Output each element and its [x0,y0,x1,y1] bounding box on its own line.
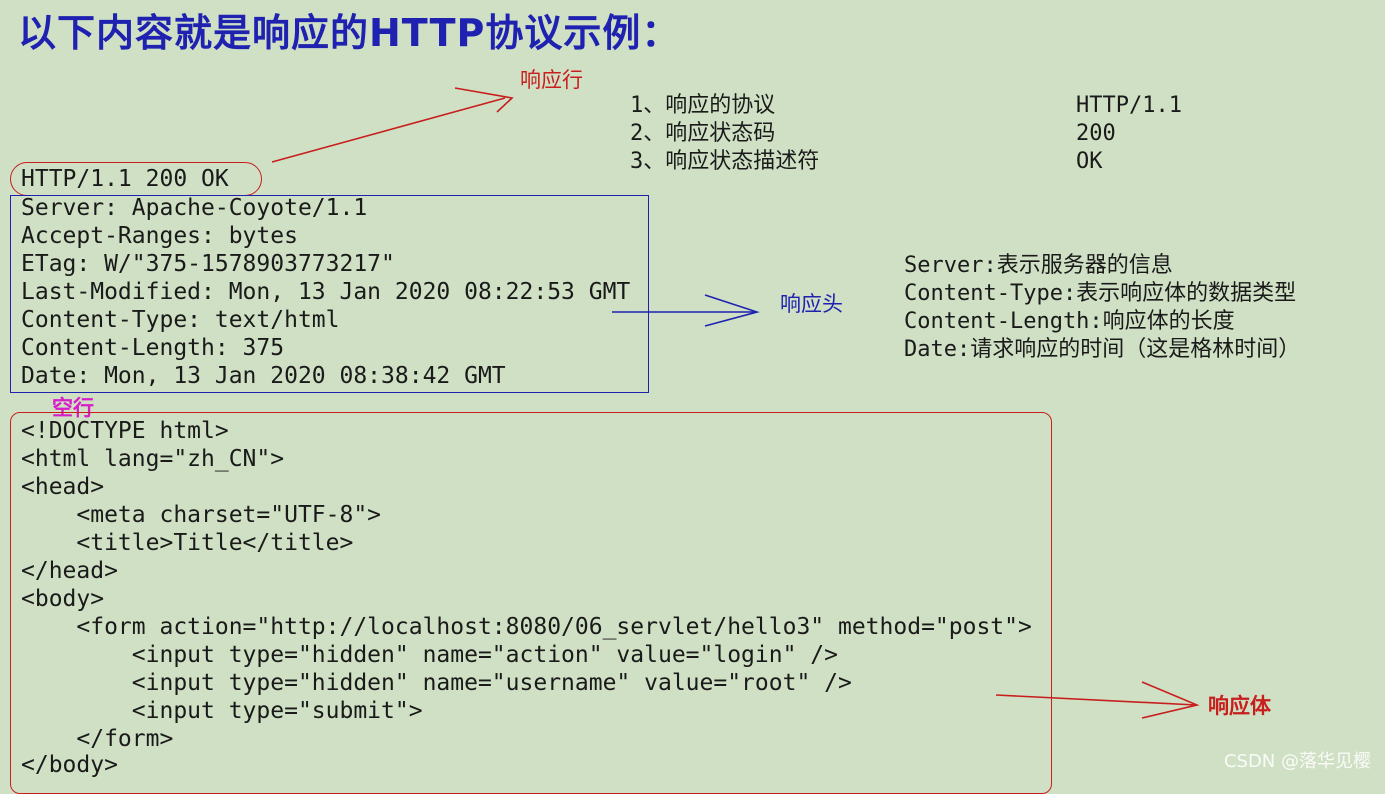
watermark: CSDN @落华见樱 [1223,751,1371,772]
arrow-icon [995,681,1200,719]
header-note: Content-Type:表示响应体的数据类型 [904,281,1297,306]
header-note: Date:请求响应的时间（这是格林时间） [904,337,1301,362]
headers-outline [10,195,649,393]
status-note-item: 3、响应状态描述符 [630,149,820,174]
header-line: Accept-Ranges: bytes [21,223,298,249]
body-line: <body> [21,586,105,612]
body-line: </body> [21,752,118,778]
body-line: <html lang="zh_CN"> [21,446,285,472]
body-line: </head> [21,558,118,584]
body-line: <input type="hidden" name="action" value… [21,642,838,668]
page-title: 以下内容就是响应的HTTP协议示例： [18,11,681,55]
header-line: Server: Apache-Coyote/1.1 [21,195,368,221]
body-line: </form> [21,726,174,752]
body-line: <!DOCTYPE html> [21,418,229,444]
status-note-value: 200 [1076,121,1116,146]
header-line: Content-Type: text/html [21,307,340,333]
body-line: <title>Title</title> [21,530,354,556]
header-line: Content-Length: 375 [21,335,285,361]
body-line: <head> [21,474,105,500]
header-line: ETag: W/"375-1578903773217" [21,251,395,277]
arrow-icon [612,294,760,327]
body-line: <form action="http://localhost:8080/06_s… [21,614,1032,640]
status-note-value: HTTP/1.1 [1076,93,1182,118]
status-note-item: 2、响应状态码 [630,121,776,146]
status-note-value: OK [1076,149,1103,174]
header-line: Date: Mon, 13 Jan 2020 08:38:42 GMT [21,363,506,389]
header-note: Content-Length:响应体的长度 [904,309,1235,334]
arrow-icon [271,87,514,163]
status-note-item: 1、响应的协议 [630,93,776,118]
body-line: <meta charset="UTF-8"> [21,502,382,528]
response-line-label: 响应行 [520,68,583,92]
response-header-label: 响应头 [780,292,843,316]
header-line: Last-Modified: Mon, 13 Jan 2020 08:22:53… [21,279,631,305]
blank-line-label: 空行 [52,395,94,420]
body-line: <input type="hidden" name="username" val… [21,670,852,696]
status-line: HTTP/1.1 200 OK [21,166,229,192]
header-note: Server:表示服务器的信息 [904,253,1173,278]
body-line: <input type="submit"> [21,698,423,724]
response-body-label: 响应体 [1208,693,1271,718]
